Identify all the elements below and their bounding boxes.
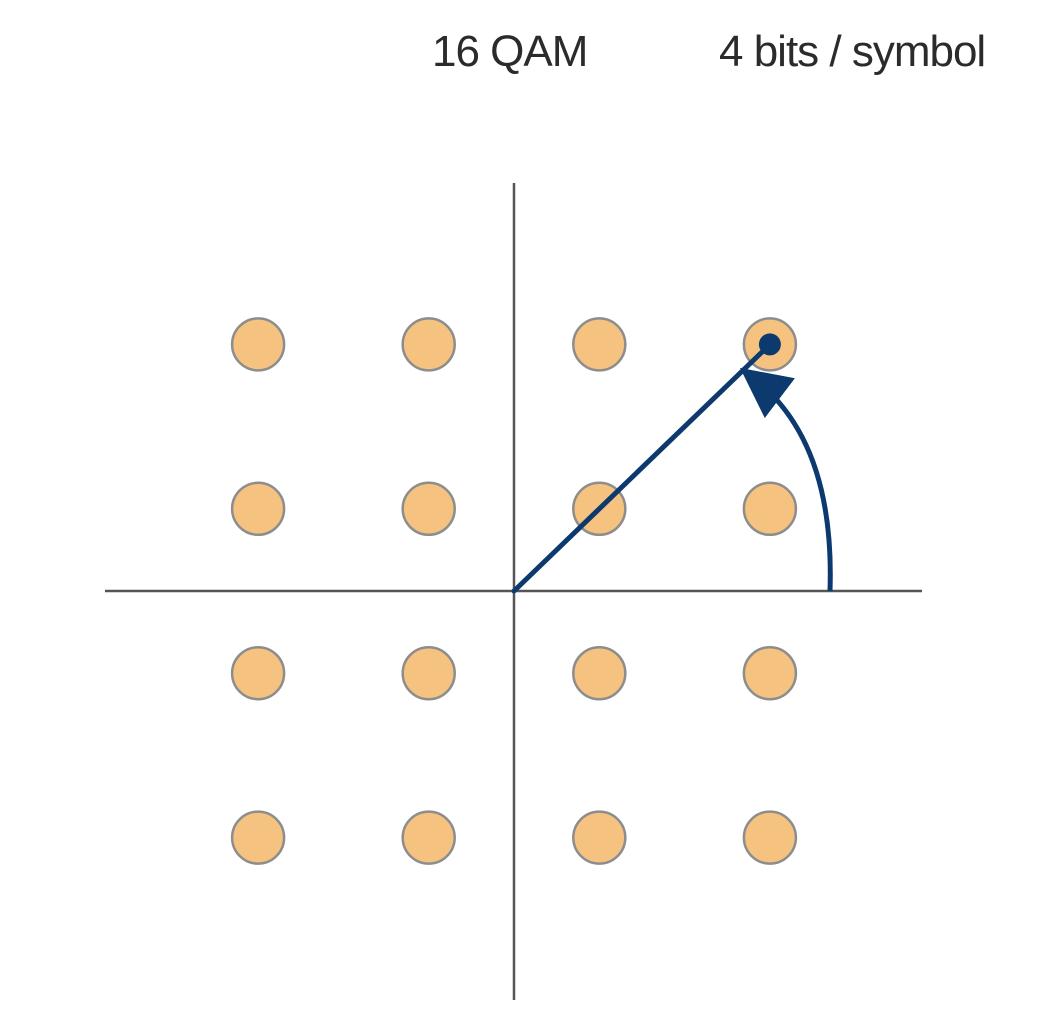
- constellation-point: [742, 810, 798, 865]
- symbol-vector-tip: [758, 333, 781, 356]
- constellation-point: [401, 317, 456, 372]
- constellation-point: [401, 481, 456, 537]
- constellation-point: [572, 645, 627, 701]
- constellation-point: [401, 645, 456, 701]
- constellation-point: [230, 810, 286, 865]
- constellation-point: [230, 645, 286, 701]
- constellation-point: [572, 317, 627, 372]
- constellation-point: [742, 481, 798, 537]
- bits-per-symbol-label: 4 bits / symbol: [719, 27, 986, 76]
- constellation-point: [230, 481, 286, 537]
- constellation-point: [401, 810, 456, 865]
- constellation-point: [230, 317, 286, 372]
- symbol-vector: [511, 341, 773, 594]
- constellation-point: [742, 645, 798, 701]
- constellation-point: [572, 810, 627, 865]
- diagram-title: 16 QAM: [432, 27, 588, 76]
- phase-angle-arc: [740, 367, 833, 592]
